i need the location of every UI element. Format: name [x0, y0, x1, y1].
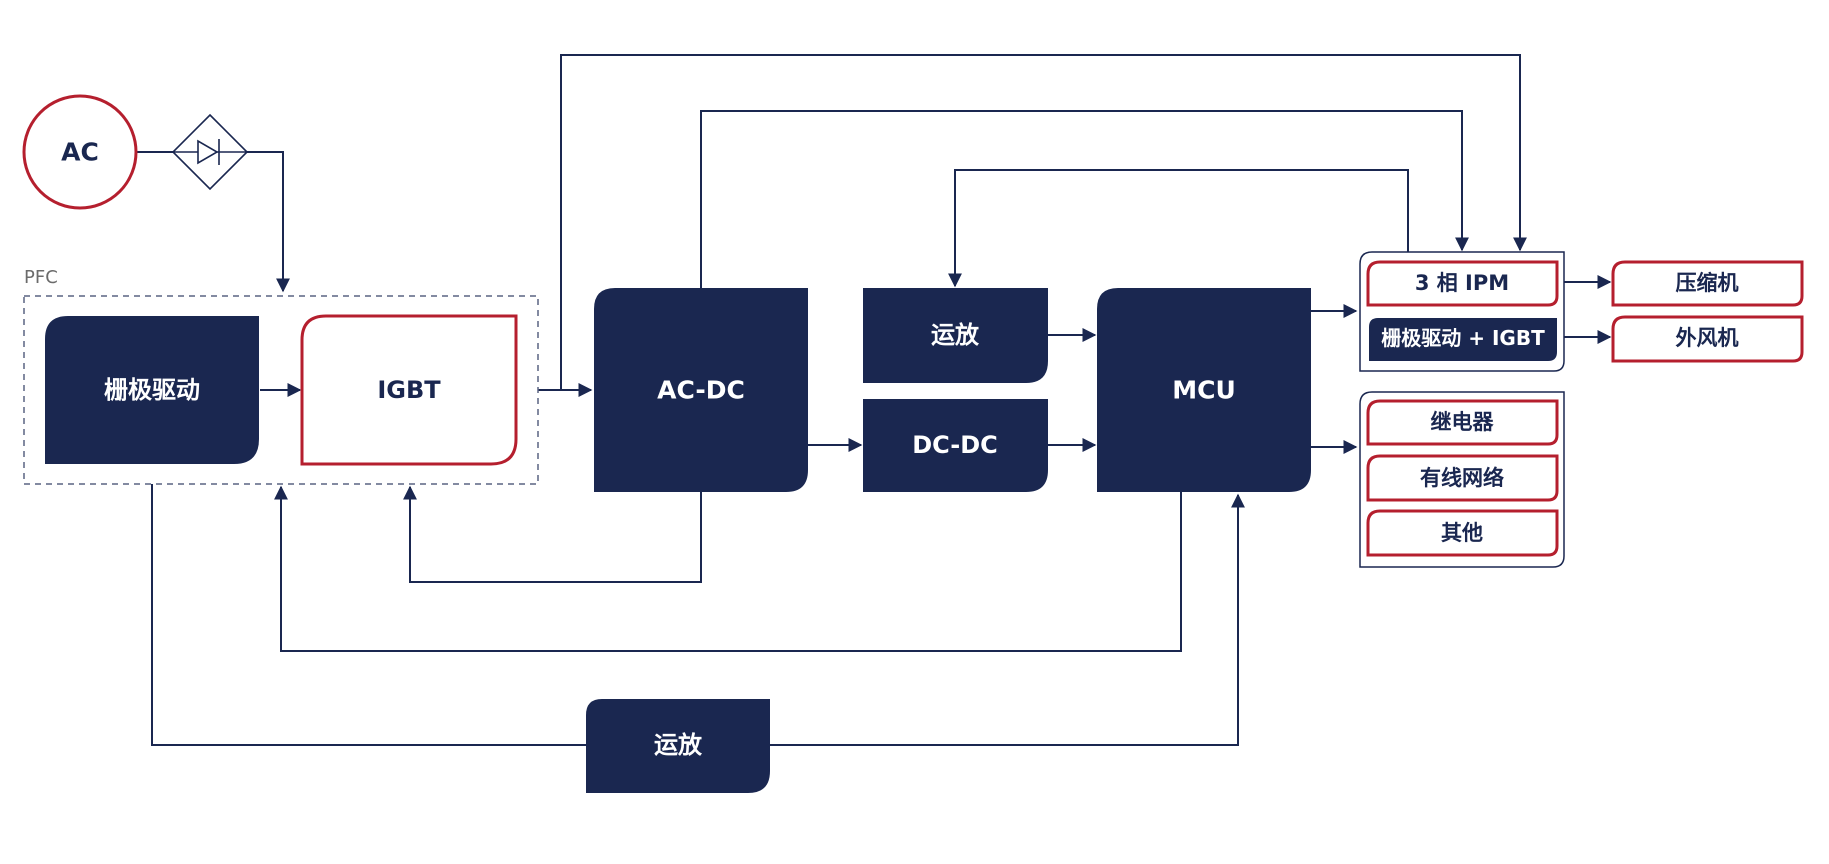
fan-label: 外风机 — [1676, 326, 1739, 350]
relay-group: 继电器 有线网络 其他 — [1359, 391, 1565, 568]
bridge-rectifier-icon — [171, 113, 249, 191]
opamp-bottom-block: 运放 — [586, 699, 770, 793]
wire-ipm-opamp — [948, 169, 1409, 288]
ipm-label: 3 相 IPM — [1415, 271, 1509, 295]
dcdc-label: DC-DC — [912, 431, 998, 459]
gate-drive-block: 栅极驱动 — [45, 316, 259, 464]
wired-network-label: 有线网络 — [1420, 466, 1504, 490]
ipm-group: 3 相 IPM 栅极驱动 + IGBT — [1359, 251, 1565, 372]
wire-opamp-mcu-bottom — [770, 493, 1245, 746]
igbt-label: IGBT — [377, 376, 441, 404]
wire-rectifier-pfc — [247, 151, 290, 293]
gate-drive-label: 栅极驱动 — [104, 376, 200, 404]
pfc-group: PFC — [23, 267, 539, 485]
ipm-block: 3 相 IPM — [1366, 260, 1559, 307]
acdc-label: AC-DC — [657, 376, 745, 405]
connectors — [137, 54, 1612, 746]
mcu-block: MCU — [1097, 288, 1311, 492]
dcdc-block: DC-DC — [863, 399, 1048, 492]
fan-block: 外风机 — [1611, 315, 1804, 363]
compressor-block: 压缩机 — [1611, 260, 1804, 307]
opamp-top-block: 运放 — [863, 288, 1048, 383]
wired-network-block: 有线网络 — [1366, 454, 1559, 502]
ac-label: AC — [61, 138, 99, 167]
relay-block: 继电器 — [1366, 399, 1559, 446]
wire-mcu-pfc — [274, 485, 1182, 652]
other-block: 其他 — [1366, 509, 1559, 557]
opamp-top-label: 运放 — [931, 321, 980, 349]
relay-label: 继电器 — [1431, 410, 1495, 434]
gate-igbt-label: 栅极驱动 + IGBT — [1381, 326, 1545, 350]
igbt-block: IGBT — [300, 314, 518, 466]
wire-pfc-ipm — [560, 54, 1527, 390]
compressor-label: 压缩机 — [1676, 271, 1739, 295]
acdc-block: AC-DC — [594, 288, 808, 492]
ac-source: AC — [22, 94, 138, 210]
other-label: 其他 — [1441, 521, 1483, 545]
wire-acdc-ipm — [700, 110, 1469, 288]
wire-gate-opamp — [151, 484, 586, 746]
opamp-bottom-label: 运放 — [654, 731, 703, 759]
wire-acdc-igbt — [403, 485, 702, 583]
mcu-label: MCU — [1172, 376, 1236, 405]
pfc-label: PFC — [24, 267, 58, 288]
gate-igbt-block: 栅极驱动 + IGBT — [1369, 318, 1557, 361]
